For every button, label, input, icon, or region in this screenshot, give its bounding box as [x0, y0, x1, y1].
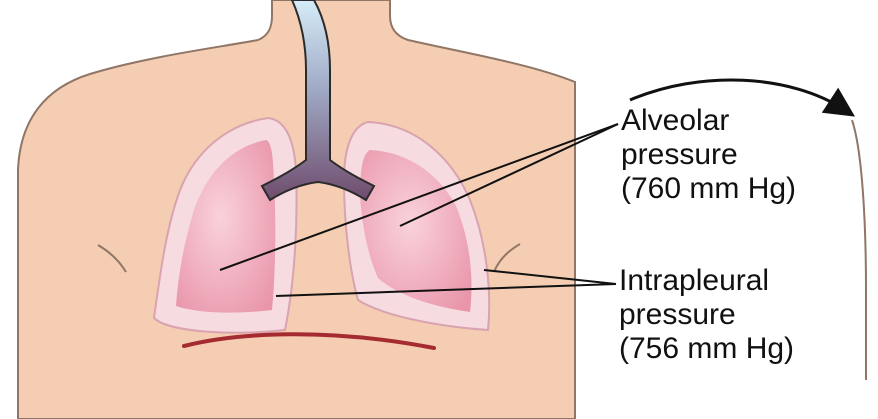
alveolar-line1: Alveolar	[621, 104, 796, 138]
alveolar-line2: pressure	[621, 138, 796, 172]
right-arm-edge	[852, 120, 866, 380]
intrapleural-line2: pressure	[619, 298, 794, 332]
intrapleural-line1: Intrapleural	[619, 264, 794, 298]
intrapleural-line3: (756 mm Hg)	[619, 332, 794, 366]
alveolar-line3: (760 mm Hg)	[621, 172, 796, 206]
intrapleural-pressure-label: Intrapleural pressure (756 mm Hg)	[619, 264, 794, 366]
alveolar-pressure-label: Alveolar pressure (760 mm Hg)	[621, 104, 796, 206]
